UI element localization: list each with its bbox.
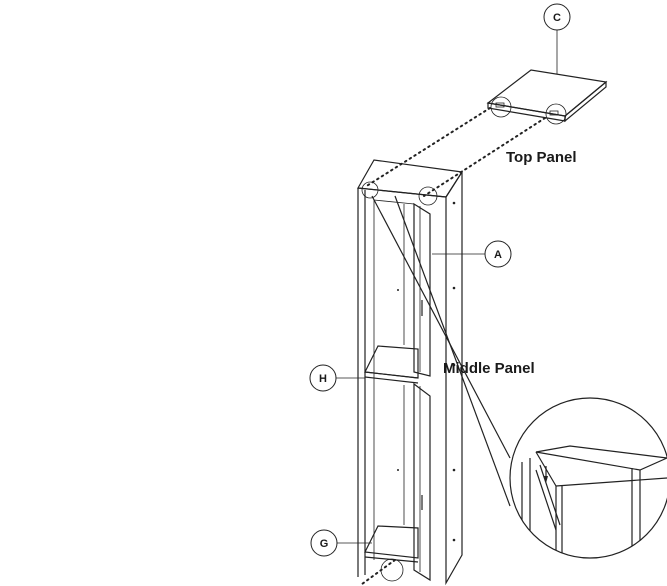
callout-h: H [309, 364, 365, 392]
callout-a: A [432, 240, 512, 268]
callout-g: G [310, 529, 372, 557]
detail-leader-lines [371, 195, 511, 507]
locker-body [357, 159, 464, 586]
top-panel-part [486, 69, 608, 125]
callout-g-letter: G [320, 538, 329, 550]
callout-a-letter: A [494, 249, 502, 261]
middle-panel-label: Middle Panel [443, 360, 535, 377]
top-panel-label: Top Panel [506, 149, 577, 166]
assembly-guide-lines [361, 107, 546, 585]
callout-c-letter: C [553, 12, 561, 24]
callout-h-letter: H [319, 373, 327, 385]
detail-zoom-view [509, 397, 667, 559]
callout-c: C [543, 3, 571, 74]
